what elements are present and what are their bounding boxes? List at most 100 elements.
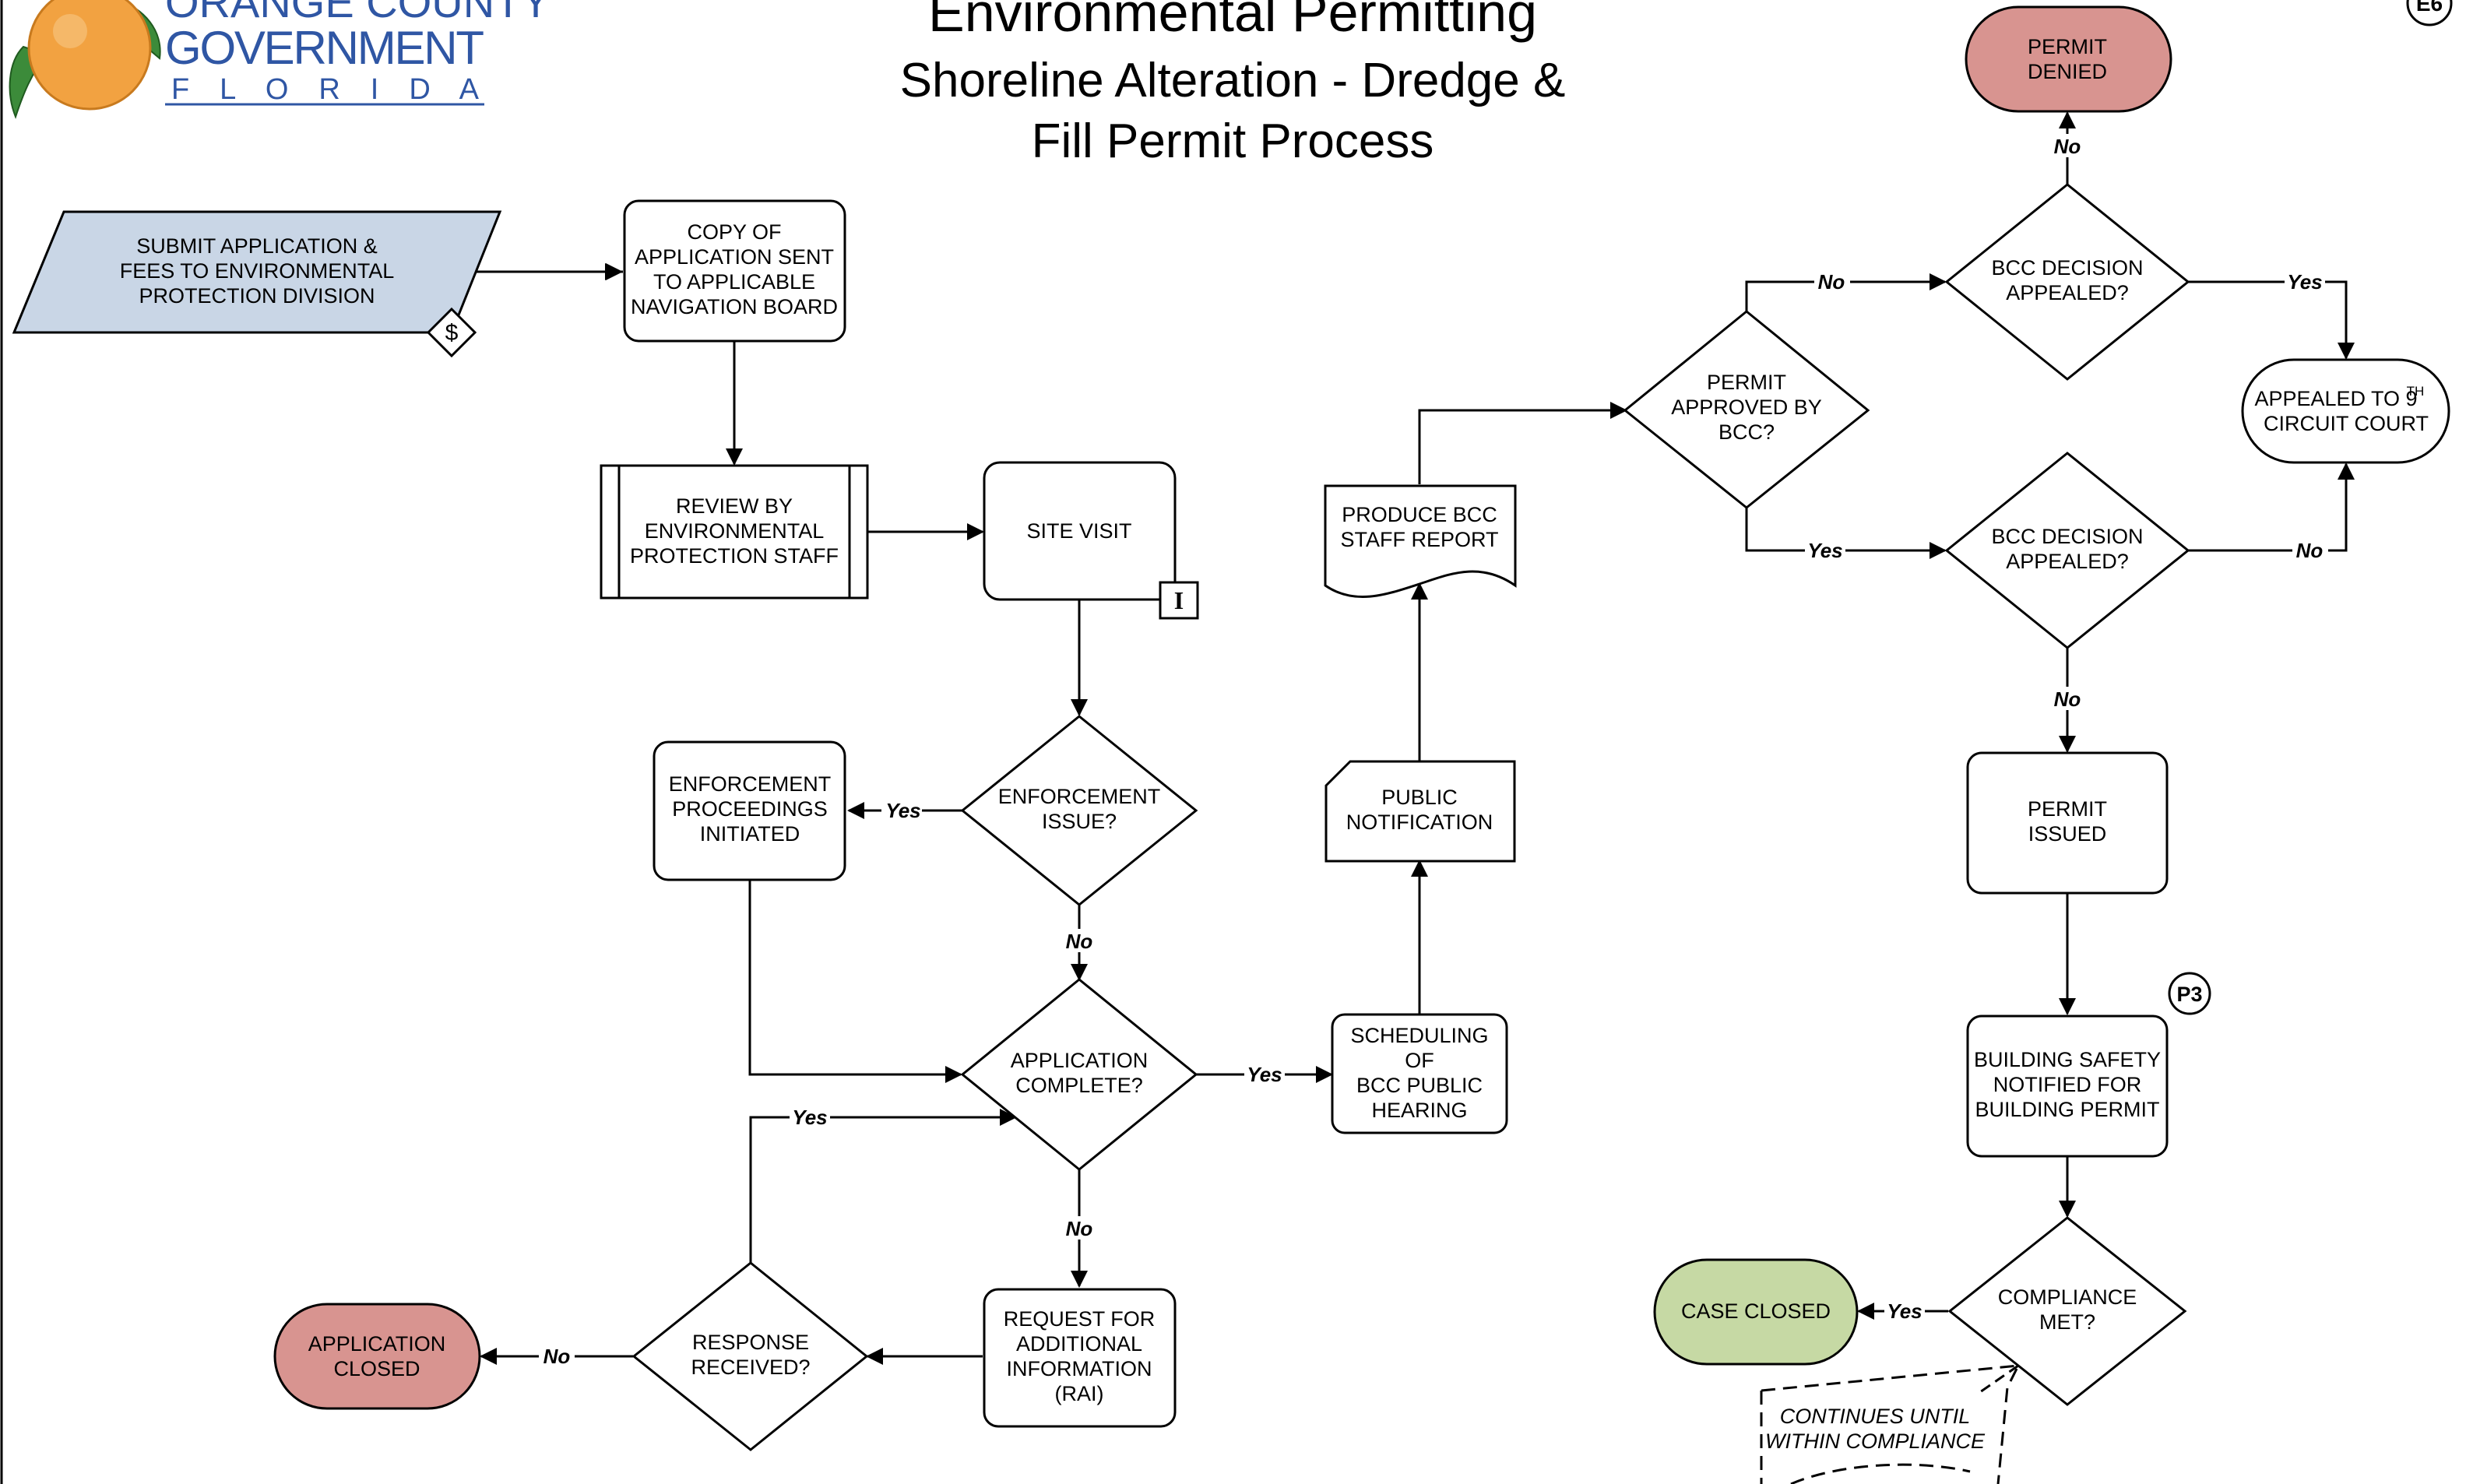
application-closed-terminal: APPLICATION CLOSED bbox=[273, 1303, 481, 1410]
svg-text:(RAI): (RAI) bbox=[1055, 1382, 1104, 1405]
svg-text:MET?: MET? bbox=[2039, 1310, 2095, 1334]
svg-text:PUBLIC: PUBLIC bbox=[1381, 786, 1458, 809]
label-enforcement-yes: Yes bbox=[881, 799, 922, 822]
svg-text:TO APPLICABLE: TO APPLICABLE bbox=[653, 270, 815, 294]
svg-text:COMPLIANCE: COMPLIANCE bbox=[1998, 1285, 2137, 1309]
svg-text:APPEALED?: APPEALED? bbox=[2006, 281, 2129, 304]
site-visit-node: SITE VISIT I bbox=[983, 461, 1199, 620]
svg-text:PERMIT: PERMIT bbox=[1707, 371, 1786, 394]
svg-text:INFORMATION: INFORMATION bbox=[1007, 1357, 1152, 1380]
fee-diamond-icon bbox=[426, 307, 477, 358]
enforcement-proceedings-node: ENFORCEMENT PROCEEDINGS INITIATED bbox=[653, 740, 846, 881]
edge-labels: Yes No Yes No Yes No No Yes No Yes No No… bbox=[539, 134, 2328, 1368]
permit-denied-terminal: PERMIT DENIED bbox=[1965, 5, 2172, 113]
svg-text:Yes: Yes bbox=[792, 1106, 827, 1129]
svg-text:PERMIT: PERMIT bbox=[2028, 35, 2107, 58]
label-appealed-top-no: No bbox=[2050, 134, 2086, 158]
building-safety-node: BUILDING SAFETY NOTIFIED FOR BUILDING PE… bbox=[1966, 972, 2211, 1158]
svg-text:PRODUCE BCC: PRODUCE BCC bbox=[1342, 503, 1497, 526]
svg-text:No: No bbox=[2296, 539, 2324, 562]
svg-text:PERMIT: PERMIT bbox=[2028, 797, 2107, 821]
compliance-met-decision: COMPLIANCE MET? bbox=[1947, 1216, 2187, 1406]
label-appealed-top-yes: Yes bbox=[2285, 270, 2325, 294]
svg-text:FEES TO ENVIRONMENTAL: FEES TO ENVIRONMENTAL bbox=[120, 259, 395, 283]
public-notification-node: PUBLIC NOTIFICATION bbox=[1324, 760, 1516, 863]
svg-text:APPLICATION: APPLICATION bbox=[1011, 1049, 1149, 1072]
svg-text:APPEALED TO 9: APPEALED TO 9 bbox=[2254, 387, 2417, 410]
svg-text:No: No bbox=[1066, 930, 1093, 953]
label-approved-yes: Yes bbox=[1805, 539, 1845, 562]
staff-report-document: PRODUCE BCC STAFF REPORT bbox=[1324, 484, 1517, 599]
svg-text:SITE VISIT: SITE VISIT bbox=[1026, 519, 1131, 543]
scheduling-hearing-node: SCHEDULING OF BCC PUBLIC HEARING bbox=[1331, 1013, 1508, 1134]
svg-text:BUILDING PERMIT: BUILDING PERMIT bbox=[1975, 1098, 2159, 1121]
svg-text:No: No bbox=[1818, 270, 1845, 294]
svg-text:CLOSED: CLOSED bbox=[333, 1357, 420, 1380]
svg-text:TH: TH bbox=[2407, 384, 2425, 399]
inspection-icon bbox=[1159, 581, 1199, 620]
label-compliance-yes: Yes bbox=[1884, 1299, 1925, 1323]
logo-line-3: F L O R I D A bbox=[171, 73, 480, 106]
svg-text:PROTECTION DIVISION: PROTECTION DIVISION bbox=[139, 284, 375, 308]
svg-text:NAVIGATION BOARD: NAVIGATION BOARD bbox=[631, 295, 838, 318]
application-complete-decision: APPLICATION COMPLETE? bbox=[960, 978, 1198, 1171]
svg-text:NOTIFICATION: NOTIFICATION bbox=[1346, 811, 1493, 834]
label-complete-yes: Yes bbox=[1244, 1063, 1285, 1086]
svg-text:NOTIFIED FOR: NOTIFIED FOR bbox=[1993, 1073, 2142, 1096]
label-response-yes: Yes bbox=[790, 1106, 830, 1129]
svg-text:Yes: Yes bbox=[1887, 1299, 1922, 1323]
svg-text:ENVIRONMENTAL: ENVIRONMENTAL bbox=[645, 519, 825, 543]
svg-text:APPLICATION SENT: APPLICATION SENT bbox=[635, 245, 834, 269]
svg-text:Yes: Yes bbox=[1807, 539, 1842, 562]
svg-text:HEARING: HEARING bbox=[1371, 1099, 1467, 1122]
request-additional-info-node: REQUEST FOR ADDITIONAL INFORMATION (RAI) bbox=[983, 1288, 1177, 1428]
svg-text:REVIEW BY: REVIEW BY bbox=[676, 494, 793, 518]
response-received-decision: RESPONSE RECEIVED? bbox=[631, 1261, 869, 1451]
svg-text:Yes: Yes bbox=[1247, 1063, 1282, 1086]
svg-text:PROCEEDINGS: PROCEEDINGS bbox=[672, 797, 828, 821]
label-response-no: No bbox=[539, 1345, 575, 1368]
p3-reference-icon bbox=[2168, 972, 2211, 1015]
svg-text:BUILDING SAFETY: BUILDING SAFETY bbox=[1974, 1048, 2161, 1071]
label-enforcement-no: No bbox=[1062, 929, 1098, 953]
case-closed-terminal: CASE CLOSED bbox=[1653, 1258, 1859, 1366]
submit-application-node: $ SUBMIT APPLICATION & FEES TO ENVIRONME… bbox=[12, 210, 502, 358]
svg-text:I: I bbox=[1174, 586, 1184, 614]
orange-county-logo: ORANGE COUNTY GOVERNMENT F L O R I D A bbox=[9, 0, 551, 119]
svg-text:COMPLETE?: COMPLETE? bbox=[1015, 1074, 1143, 1097]
arrowhead bbox=[606, 263, 623, 280]
circuit-court-terminal: APPEALED TO 9 TH CIRCUIT COURT bbox=[2241, 358, 2450, 464]
svg-text:DENIED: DENIED bbox=[2028, 60, 2107, 83]
page-tag: E6 bbox=[2406, 0, 2453, 26]
svg-text:STAFF REPORT: STAFF REPORT bbox=[1340, 528, 1498, 551]
svg-text:REQUEST FOR: REQUEST FOR bbox=[1004, 1307, 1156, 1331]
permit-approved-decision: PERMIT APPROVED BY BCC? bbox=[1623, 310, 1870, 509]
label-appealed-bottom-no-down: No bbox=[2050, 687, 2086, 711]
svg-text:No: No bbox=[1066, 1217, 1093, 1240]
svg-text:Yes: Yes bbox=[2287, 270, 2322, 294]
svg-text:INITIATED: INITIATED bbox=[700, 822, 800, 846]
svg-text:BCC DECISION: BCC DECISION bbox=[1991, 525, 2143, 548]
svg-text:CIRCUIT COURT: CIRCUIT COURT bbox=[2264, 412, 2429, 435]
svg-text:OF: OF bbox=[1405, 1049, 1434, 1072]
svg-text:APPLICATION: APPLICATION bbox=[308, 1332, 446, 1356]
svg-text:APPROVED BY: APPROVED BY bbox=[1671, 396, 1822, 419]
svg-text:APPEALED?: APPEALED? bbox=[2006, 550, 2129, 573]
label-approved-no: No bbox=[1814, 270, 1850, 294]
svg-text:Yes: Yes bbox=[885, 799, 920, 822]
svg-text:PROTECTION STAFF: PROTECTION STAFF bbox=[630, 544, 839, 568]
svg-text:RECEIVED?: RECEIVED? bbox=[691, 1356, 810, 1379]
svg-text:CASE CLOSED: CASE CLOSED bbox=[1681, 1299, 1831, 1323]
svg-text:E6: E6 bbox=[2416, 0, 2443, 16]
bcc-appealed-top-decision: BCC DECISION APPEALED? bbox=[1944, 183, 2190, 381]
logo-line-1: ORANGE COUNTY bbox=[165, 0, 551, 26]
svg-text:ISSUED: ISSUED bbox=[2028, 822, 2107, 846]
svg-text:ENFORCEMENT: ENFORCEMENT bbox=[669, 772, 832, 796]
svg-text:No: No bbox=[544, 1345, 571, 1368]
copy-application-node: COPY OF APPLICATION SENT TO APPLICABLE N… bbox=[623, 199, 846, 343]
label-appealed-bottom-no: No bbox=[2292, 539, 2328, 562]
svg-text:CONTINUES UNTIL: CONTINUES UNTIL bbox=[1780, 1405, 1971, 1428]
page-title: Environmental Permitting bbox=[928, 0, 1537, 43]
svg-text:SCHEDULING: SCHEDULING bbox=[1350, 1024, 1488, 1047]
